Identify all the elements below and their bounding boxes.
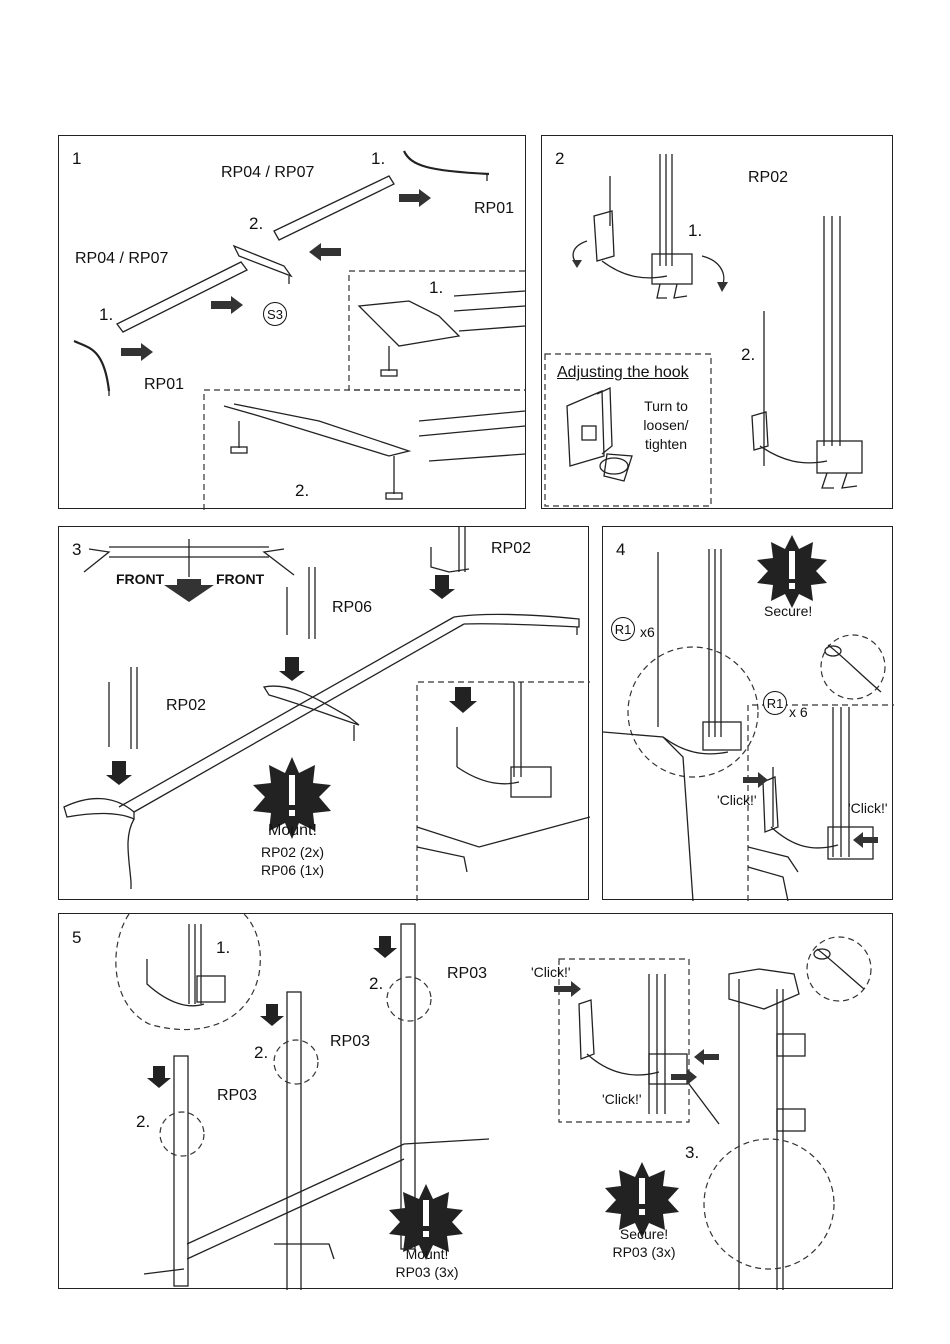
mount-line-2: RP06 (1x): [250, 863, 335, 877]
label-front-left: FRONT: [116, 572, 164, 586]
upright-rp03-middle: [260, 992, 301, 1290]
detail-circle-1: [116, 914, 260, 1030]
detail-circle-3: [704, 1139, 834, 1269]
label-r1-a: R1: [611, 617, 635, 641]
step-number: 3: [72, 541, 81, 558]
mount-line-1: RP02 (2x): [250, 845, 335, 859]
detail-upright: [417, 682, 590, 872]
step-5-panel: 5 1. 2. 2. 2. 3. RP03 RP03 RP03 'Click!'…: [58, 913, 893, 1289]
inset-text-1: Turn to: [636, 399, 696, 413]
joint-circle-b: [274, 1040, 318, 1084]
label-rp04-rp07-left: RP04 / RP07: [75, 251, 168, 267]
upright-rp02-left: [109, 667, 137, 749]
secure-label: Secure!: [764, 604, 812, 618]
click-label-b: 'Click!': [602, 1092, 642, 1106]
inset-title: Adjusting the hook: [557, 365, 689, 381]
left-leg: [74, 341, 109, 391]
upright-rp02-2: [752, 216, 862, 488]
hook-detail: [567, 388, 632, 481]
step-2-panel: 2 RP02 1. 2. Adjusting the hook Turn to …: [541, 135, 893, 509]
step-1-panel: 1 RP04 / RP07 RP04 / RP07 RP01 RP01 S3 1…: [58, 135, 526, 509]
label-x6-a: x6: [640, 625, 655, 639]
upright-rp02-top: [431, 527, 469, 572]
label-rp03-c: RP03: [447, 966, 487, 982]
push-arrow-icon: [554, 981, 719, 1085]
label-r1-b: R1: [763, 691, 787, 715]
substep-1: 1.: [688, 222, 702, 239]
label-x6-b: x 6: [789, 705, 808, 719]
substep-2-c: 2.: [369, 975, 383, 992]
detail-circle: [628, 647, 758, 777]
substep-2-top: 2.: [249, 215, 263, 232]
upper-beam: [274, 176, 394, 240]
upright-rp06: [287, 567, 315, 639]
click-label-right: 'Click!': [848, 801, 888, 815]
substep-1-top: 1.: [371, 150, 385, 167]
upright-rp02-1: [594, 154, 692, 298]
click-label-a: 'Click!': [531, 965, 571, 979]
label-rp02-top: RP02: [491, 541, 531, 557]
label-rp06: RP06: [332, 600, 372, 616]
secure-title: Secure!: [604, 1227, 684, 1241]
inset-text-3: tighten: [636, 437, 696, 451]
detail-2-label: 2.: [295, 482, 309, 499]
down-arrow-icon: [164, 579, 214, 602]
substep-1: 1.: [216, 939, 230, 956]
substep-2-a: 2.: [136, 1113, 150, 1130]
label-rp02-left: RP02: [166, 698, 206, 714]
cable-tie-icon: [817, 949, 864, 989]
joint-circle-c: [387, 977, 431, 1021]
label-rp04-rp07-top: RP04 / RP07: [221, 165, 314, 181]
label-rp03-a: RP03: [217, 1088, 257, 1104]
label-rp01-top: RP01: [474, 201, 514, 217]
mount-title: Mount!: [255, 823, 330, 839]
substep-3: 3.: [685, 1144, 699, 1161]
mount-title: Mount!: [387, 1247, 467, 1261]
step-4-drawing: [603, 527, 894, 901]
detail-1-label: 1.: [429, 279, 443, 296]
secure-line: RP03 (3x): [599, 1245, 689, 1259]
click-label-left: 'Click!': [717, 793, 757, 807]
step-2-drawing: [542, 136, 894, 510]
label-rp03-b: RP03: [330, 1034, 370, 1050]
label-front-right: FRONT: [216, 572, 264, 586]
step-number: 1: [72, 150, 81, 167]
step-1-drawing: [59, 136, 527, 510]
step-number: 2: [555, 150, 564, 167]
upright-rp03-left: [147, 1056, 188, 1286]
mount-line: RP03 (3x): [382, 1265, 472, 1279]
cable-tie-icon: [828, 645, 881, 692]
substep-1-left: 1.: [99, 306, 113, 323]
inset-text-2: loosen/: [636, 418, 696, 432]
rotate-arrow-icon: [702, 256, 724, 286]
down-arrow-icon: [106, 575, 455, 785]
label-rp02: RP02: [748, 170, 788, 186]
step-number: 4: [616, 541, 625, 558]
joint-circle-a: [160, 1112, 204, 1156]
step-3-panel: 3 FRONT FRONT RP02 RP06 RP02 Mount! RP02…: [58, 526, 589, 900]
step-number: 5: [72, 929, 81, 946]
lower-beam: [117, 262, 247, 332]
substep-2: 2.: [741, 346, 755, 363]
cable-tie-circle: [807, 937, 871, 1001]
detail-box: [417, 682, 590, 901]
substep-2-b: 2.: [254, 1044, 268, 1061]
push-arrow-icon: [121, 189, 431, 361]
step-4-panel: 4 Secure! R1 x6 R1 x 6 'Click!' 'Click!': [602, 526, 893, 900]
top-leg: [404, 151, 489, 174]
label-s3: S3: [263, 302, 287, 326]
label-rp01-bottom: RP01: [144, 377, 184, 393]
